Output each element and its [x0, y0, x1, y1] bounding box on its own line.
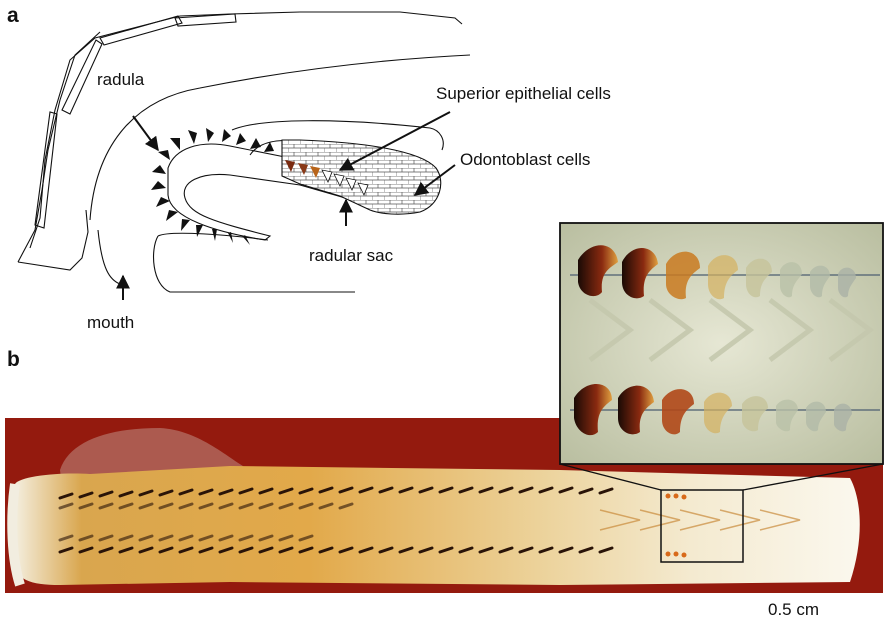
superior-epithelial-label: Superior epithelial cells	[436, 84, 611, 104]
odontoblast-label: Odontoblast cells	[460, 150, 590, 170]
radula-arrow	[133, 116, 158, 150]
odontoblast-region	[282, 140, 441, 214]
diagram-panel-a	[18, 12, 470, 292]
radula-label: radula	[97, 70, 144, 90]
panel-label-a: a	[7, 4, 19, 28]
radula-ribbon-photo	[14, 466, 860, 585]
radular-sac-label: radular sac	[309, 246, 393, 266]
inset-magnified-photo	[560, 223, 883, 464]
mouth-label: mouth	[87, 313, 134, 333]
panel-label-b: b	[7, 348, 20, 372]
radula-teeth	[151, 128, 274, 245]
scale-bar-label: 0.5 cm	[768, 600, 819, 620]
